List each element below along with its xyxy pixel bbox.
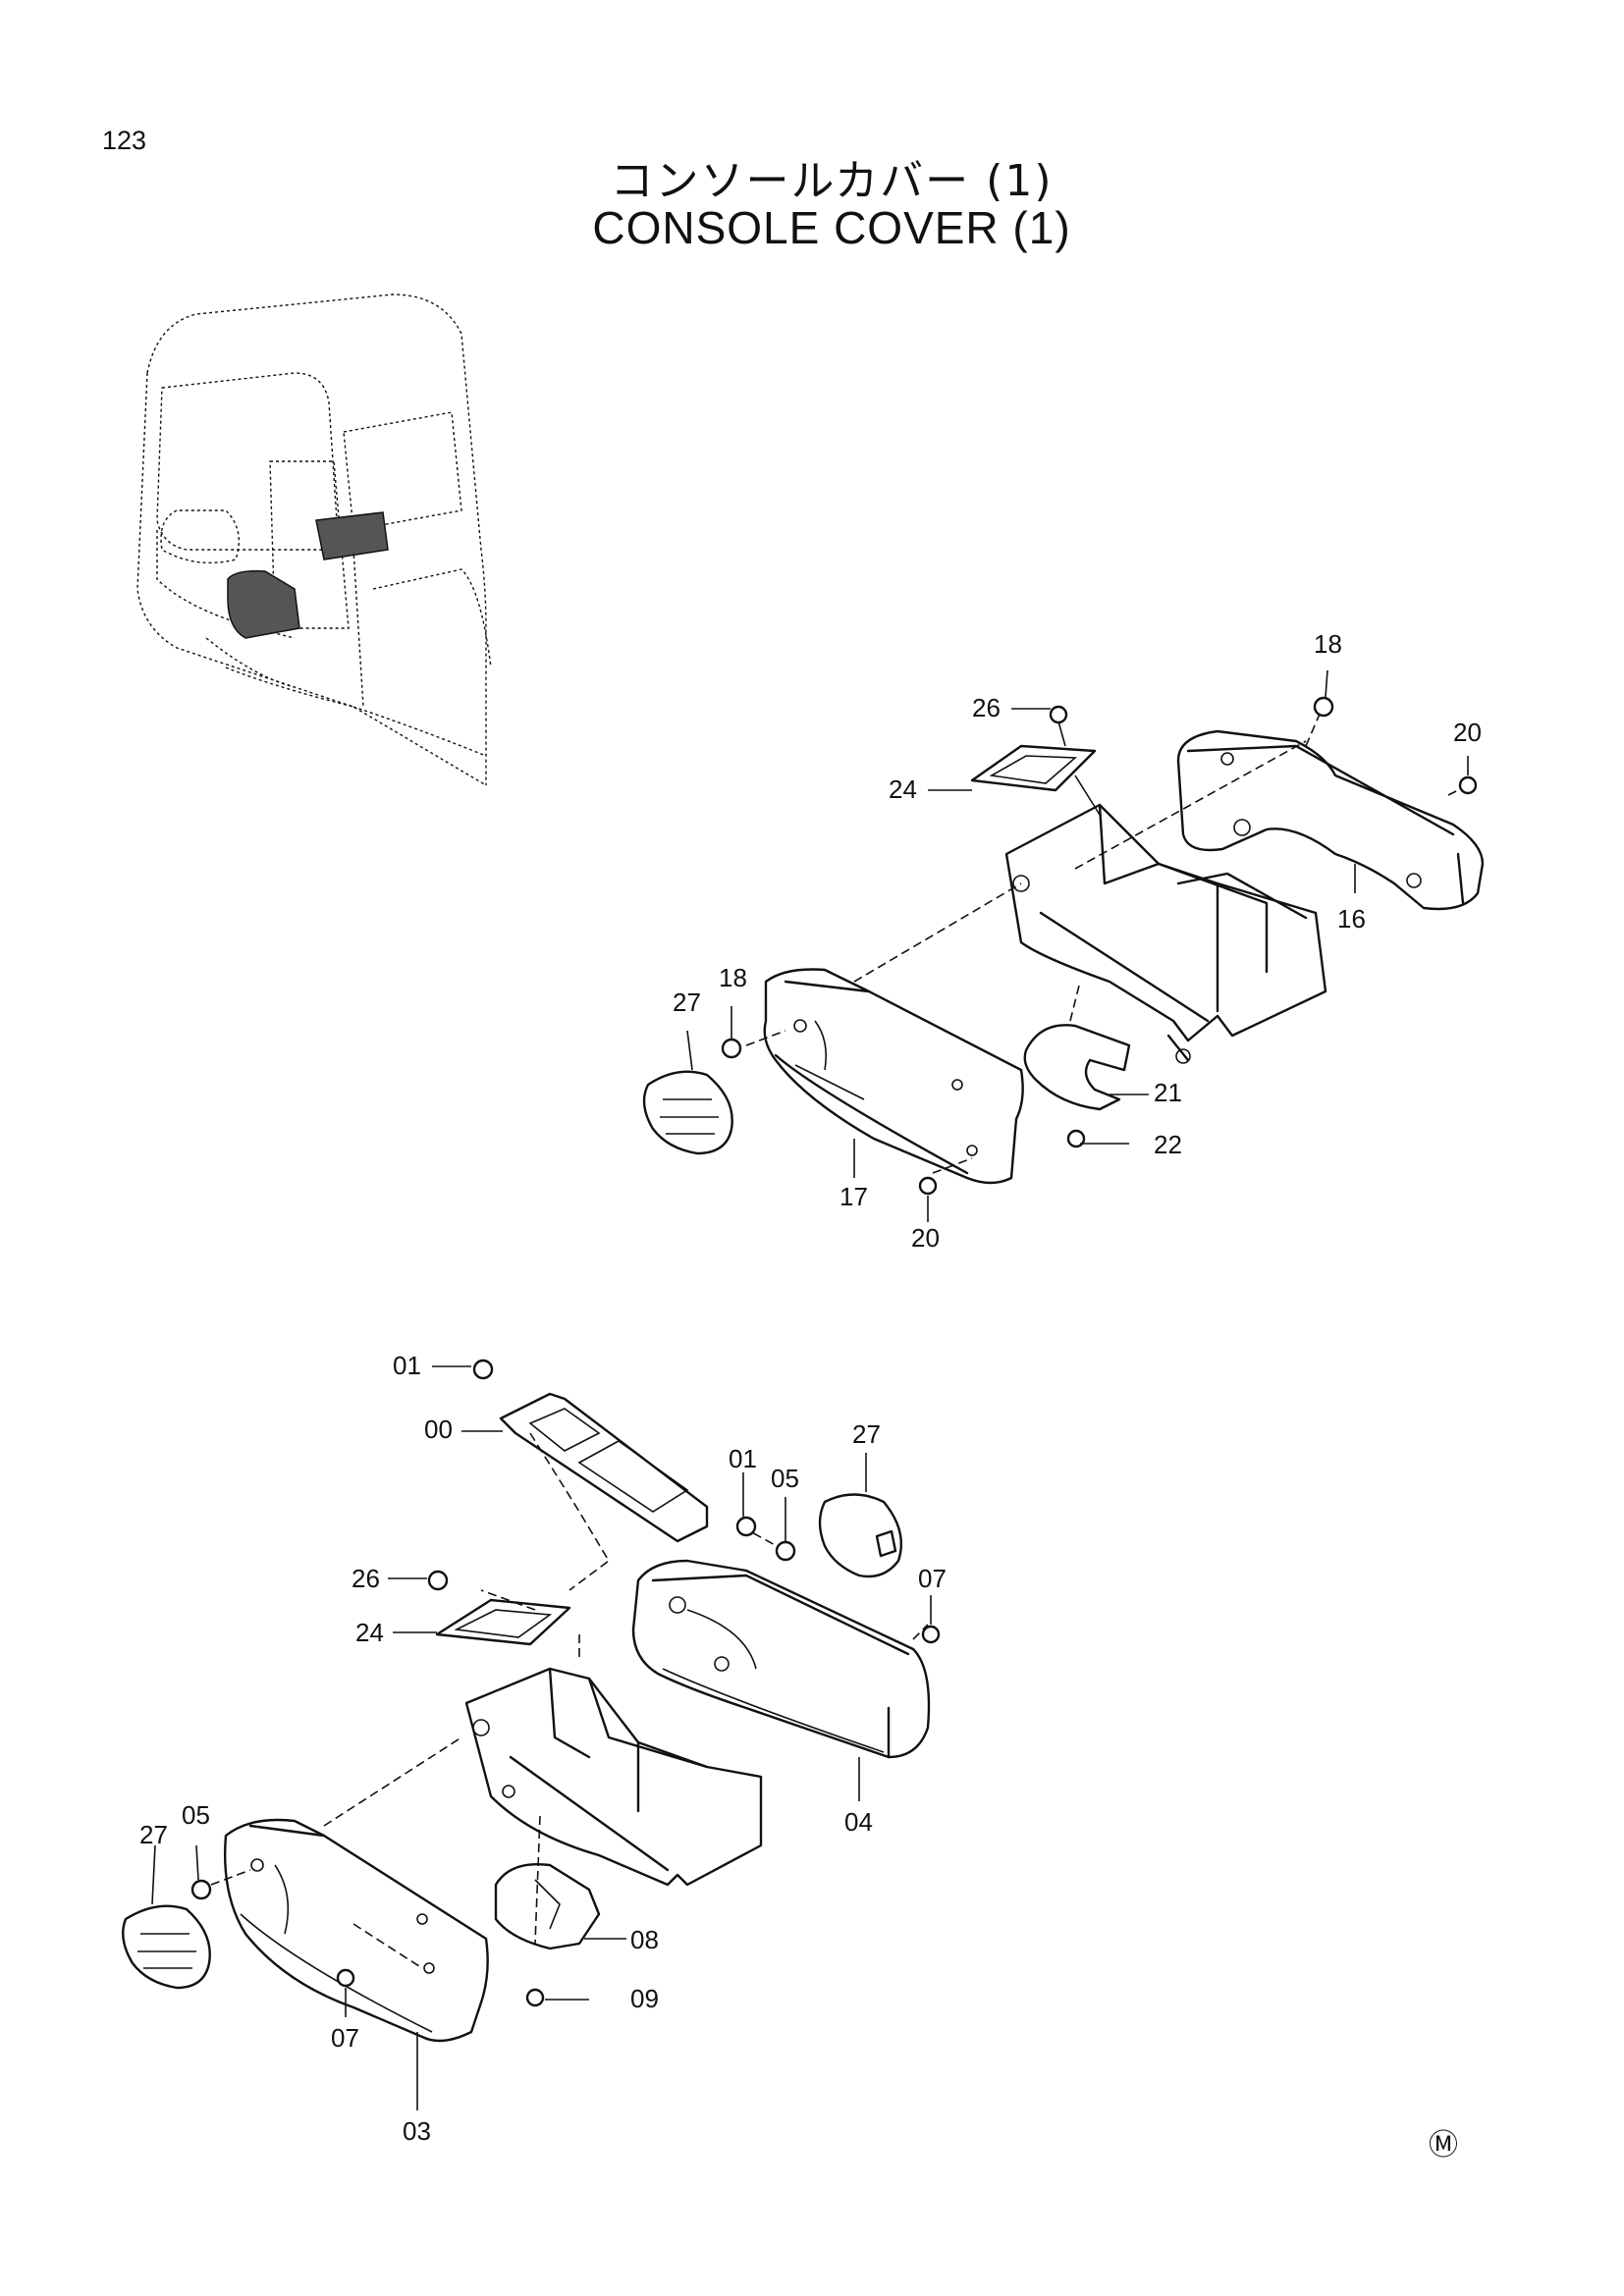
- callout-05-top: 05: [771, 1464, 799, 1493]
- bolt-icon: [190, 1359, 941, 2007]
- callout-08: 08: [630, 1925, 659, 1954]
- title-english: CONSOLE COVER (1): [592, 202, 1071, 253]
- callout-24: 24: [355, 1618, 384, 1647]
- callout-16: 16: [1337, 904, 1366, 934]
- upper-assembly: 18 26 20 24 16 27 18 21 22 17 20: [642, 629, 1485, 1253]
- callout-17: 17: [839, 1182, 868, 1211]
- cab-overview-illustration: [136, 294, 492, 786]
- callout-21: 21: [1154, 1078, 1182, 1107]
- callout-05-left: 05: [182, 1800, 210, 1830]
- callout-26: 26: [972, 693, 1001, 722]
- callout-26: 26: [352, 1564, 380, 1593]
- corner-mark: Ⓜ: [1429, 2129, 1458, 2162]
- callout-07-bottom: 07: [331, 2023, 359, 2053]
- callout-03: 03: [403, 2116, 431, 2146]
- callout-04: 04: [844, 1807, 873, 1837]
- callout-00: 00: [424, 1415, 453, 1444]
- callout-01-right: 01: [729, 1444, 757, 1473]
- callout-18-left: 18: [719, 963, 747, 992]
- page-number: 123: [102, 126, 147, 155]
- callout-09: 09: [630, 1984, 659, 2013]
- callout-27-left: 27: [139, 1820, 168, 1849]
- callout-20-right: 20: [1453, 718, 1482, 747]
- callout-24: 24: [889, 774, 917, 804]
- callout-01-top: 01: [393, 1351, 421, 1380]
- callout-18-top: 18: [1314, 629, 1342, 659]
- callout-07-right: 07: [918, 1564, 947, 1593]
- lower-assembly: 01 00 01 05 27 26 07 24 27 05 04 08 09 0…: [122, 1351, 947, 2146]
- callout-27-top: 27: [852, 1419, 881, 1449]
- bolt-icon: [721, 696, 1478, 1196]
- callout-20-bottom: 20: [911, 1223, 940, 1253]
- callout-27: 27: [673, 988, 701, 1017]
- callout-22: 22: [1154, 1130, 1182, 1159]
- title-japanese: コンソールカバー (1): [610, 156, 1054, 206]
